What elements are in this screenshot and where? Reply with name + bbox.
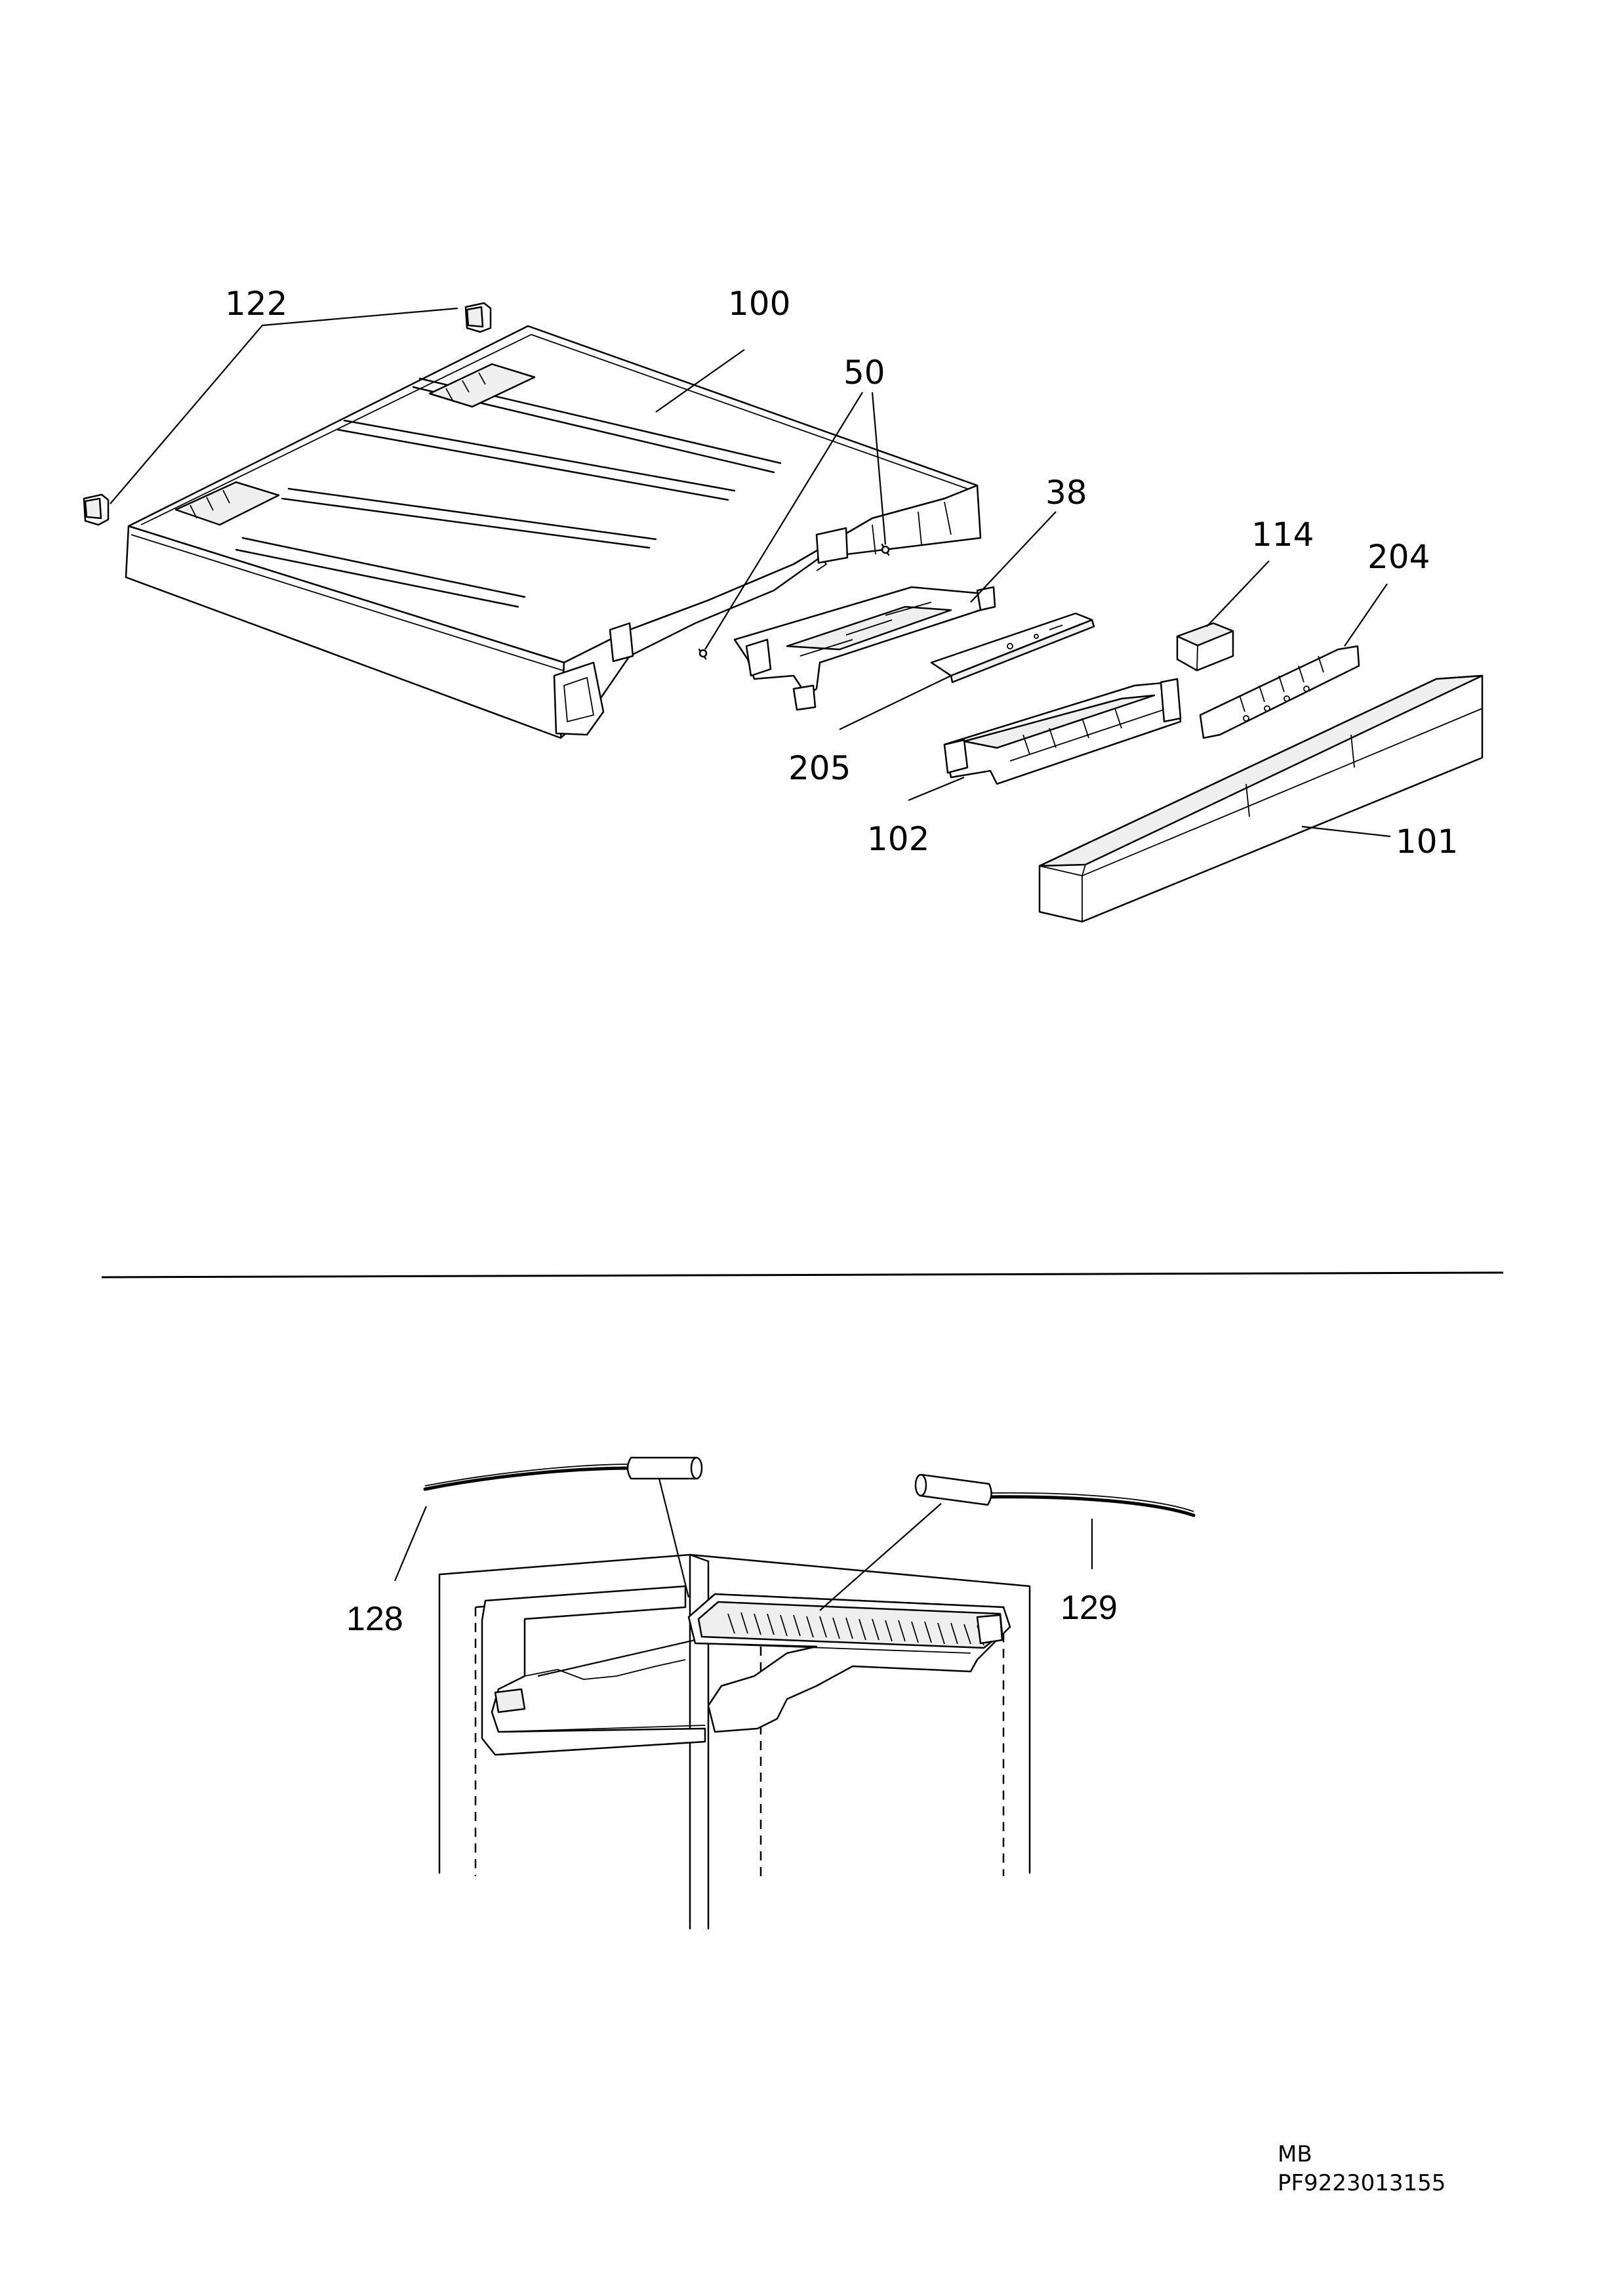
part-100-top-cover [125,325,982,739]
part-204-button-board [1199,645,1360,739]
cabinet-sensor-assembly: 128 129 [346,1456,1196,1930]
evaporator-grille [687,1593,1011,1733]
callout-205: 205 [788,749,851,787]
part-129-sensor-cable [914,1473,1196,1517]
document-code: MB PF9223013155 [1278,2140,1446,2198]
part-101-front-panel [1038,674,1484,923]
callout-102: 102 [867,820,929,858]
callout-101: 101 [1396,823,1458,861]
left-sensor-holder [481,1585,706,1756]
callout-204: 204 [1367,538,1430,576]
callout-129: 129 [1061,1589,1118,1627]
callout-128: 128 [346,1600,403,1638]
callout-122: 122 [225,285,287,323]
part-102-control-housing [943,678,1182,785]
part-122-end-cap-lower [83,493,110,526]
callout-38: 38 [1045,474,1087,512]
callout-114: 114 [1251,516,1314,554]
callout-100: 100 [728,285,790,323]
part-128-sensor-cable [423,1456,703,1491]
part-122-end-cap-upper [464,302,492,333]
part-50-screw-right [881,543,890,556]
part-205-control-board [930,612,1095,684]
part-114-switch [1176,622,1234,672]
section-divider [101,1271,1504,1279]
callout-50: 50 [843,354,885,392]
model-code: MB [1278,2141,1312,2167]
top-cover-assembly: 122 100 50 38 114 204 205 102 101 [83,285,1484,923]
leader-lines-top [110,307,1391,838]
part-50-screw-left [698,648,708,660]
part-38-mounting-bracket [733,586,996,711]
leader-lines-bottom [394,1478,1093,1677]
part-number: PF9223013155 [1278,2170,1446,2196]
